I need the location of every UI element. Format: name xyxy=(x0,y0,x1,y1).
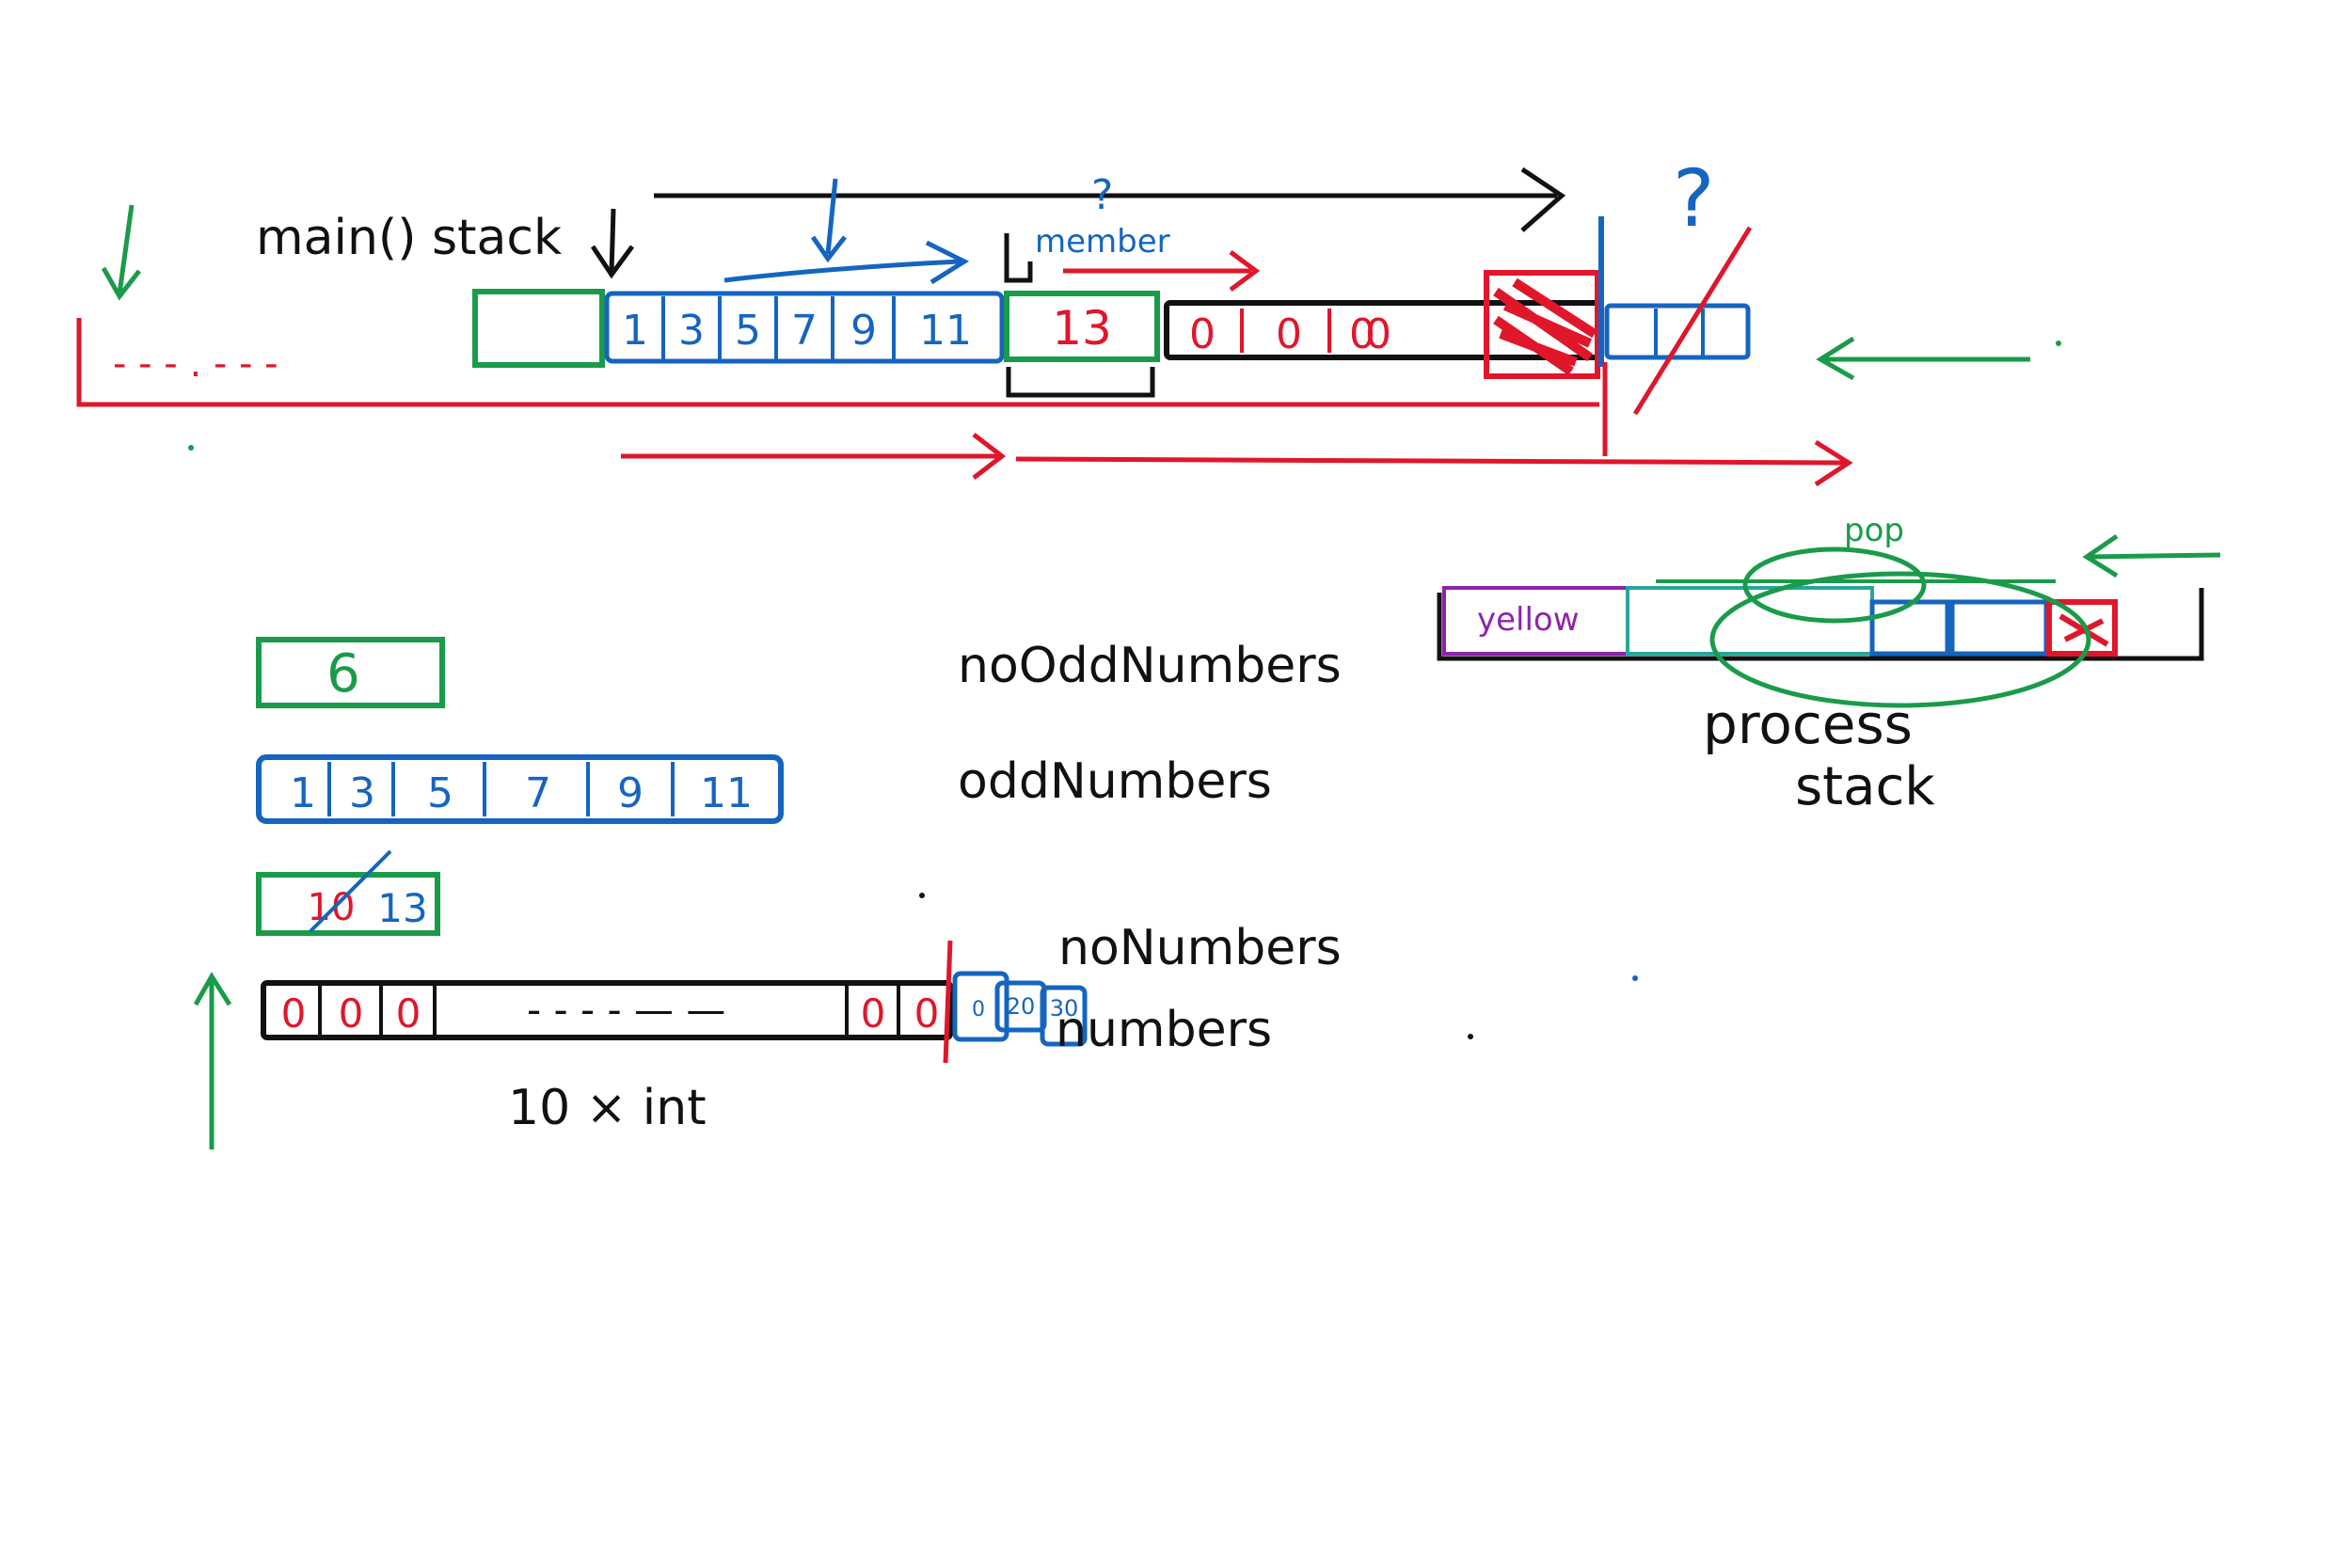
blue-down-arrow xyxy=(825,178,838,255)
red-stack-outline xyxy=(76,318,1599,407)
no-numbers-label: noNumbers xyxy=(1058,920,1342,976)
numbers-value: 0 xyxy=(861,990,886,1037)
green-down-arrowhead xyxy=(101,266,141,301)
top-odd-value: 5 xyxy=(735,307,761,355)
top-zero: 0 xyxy=(1349,310,1375,358)
numbers-strip xyxy=(261,980,953,1040)
no-numbers-cell xyxy=(256,872,440,936)
numbers-value: 0 xyxy=(914,990,940,1037)
top-black-arrowhead xyxy=(1520,166,1566,232)
numbers-overflow-value: 0 xyxy=(972,998,985,1022)
member-question: ? xyxy=(1091,171,1113,219)
top-odd-strip: 1 3 5 7 9 11 xyxy=(604,291,1005,364)
member-word: member xyxy=(1035,223,1170,261)
red-hatching xyxy=(1493,277,1597,376)
stray-dot xyxy=(188,445,194,451)
odd-numbers-value: 1 xyxy=(290,769,316,817)
process-label: process xyxy=(1703,692,1913,756)
overflow-cells xyxy=(1604,303,1751,360)
blue-right-arrow xyxy=(723,259,961,283)
green-left-arrowhead-2 xyxy=(2082,533,2119,578)
numbers-overflow-value: 20 xyxy=(1007,993,1036,1020)
cell-blue-2 xyxy=(1949,599,2049,657)
main-stack-label: main() stack xyxy=(256,210,562,266)
top-odd-value: 1 xyxy=(622,307,648,355)
overflow-question: ? xyxy=(1673,152,1715,245)
stray-dot xyxy=(1632,975,1638,981)
numbers-value: 0 xyxy=(339,990,364,1037)
process-stack-diagram: yellow pop process stack xyxy=(1437,512,2221,817)
black-bracket-bottom xyxy=(1006,367,1155,398)
top-odd-value: 11 xyxy=(919,307,972,355)
numbers-value: 0 xyxy=(281,990,307,1037)
green-down-arrow xyxy=(117,204,135,294)
no-numbers-value: 13 xyxy=(377,885,427,931)
numbers-overflow-cell xyxy=(952,971,1009,1042)
numbers-value: 0 xyxy=(396,990,421,1037)
numbers-overflow-cell xyxy=(1040,985,1088,1047)
ten-x-int-label: 10 × int xyxy=(508,1080,707,1136)
red-hatched-cell xyxy=(1484,270,1600,379)
top-zero: 0 xyxy=(1189,310,1216,358)
odd-numbers-value: 7 xyxy=(525,769,551,817)
red-arrowhead-2 xyxy=(1814,439,1853,487)
cell-yellow-text: yellow xyxy=(1477,601,1580,639)
odd-numbers-value: 11 xyxy=(700,769,753,817)
odd-numbers-label: oddNumbers xyxy=(958,753,1272,810)
process-stack-outline xyxy=(1437,588,2204,661)
numbers-label: numbers xyxy=(1056,1002,1272,1058)
top-count-cell xyxy=(1004,291,1160,362)
top-odd-value: 9 xyxy=(850,307,877,355)
odd-numbers-value: 5 xyxy=(427,769,453,817)
top-odd-strip-border xyxy=(604,291,1005,364)
numbers-red-limit xyxy=(943,940,953,1064)
pop-word: pop xyxy=(1844,512,1904,549)
blue-right-arrowhead xyxy=(925,240,970,285)
top-zero: 0 xyxy=(1276,310,1302,358)
main-stack-down-arrow xyxy=(609,208,616,274)
stray-dot xyxy=(2056,341,2061,346)
odd-numbers-value: 3 xyxy=(349,769,375,817)
green-left-arrowhead xyxy=(1816,336,1855,381)
no-odd-numbers-label: noOddNumbers xyxy=(958,638,1342,694)
top-zero: 0 xyxy=(1365,310,1391,358)
red-arrowhead-1 xyxy=(972,433,1007,480)
no-odd-numbers-value: 6 xyxy=(326,643,360,705)
stray-dot xyxy=(1468,1034,1473,1039)
stack-label: stack xyxy=(1795,756,1935,817)
odd-numbers-value: 9 xyxy=(617,769,644,817)
numbers-dots: - - - - — — xyxy=(527,987,725,1033)
green-up-arrowhead xyxy=(193,972,232,1006)
red-ellipsis: - - - . - - - xyxy=(113,342,278,386)
variables-column: 6 noOddNumbers 1 3 5 7 9 11 oddNumbers 1… xyxy=(193,637,1342,1149)
top-odd-value: 7 xyxy=(791,307,818,355)
cell-red-scribble xyxy=(2058,613,2109,647)
green-empty-cell xyxy=(472,289,605,368)
black-bracket-top xyxy=(1004,233,1033,283)
top-count-value: 13 xyxy=(1052,301,1112,356)
no-odd-numbers-cell xyxy=(256,637,445,708)
red-slash xyxy=(1632,226,1753,416)
red-arrow-2 xyxy=(1015,456,1847,466)
cell-blue-1 xyxy=(1869,599,1950,657)
pop-circle-large xyxy=(1709,571,2091,708)
numbers-overflow-value: 30 xyxy=(1050,995,1079,1022)
top-memory-diagram: main() stack - - - . - - - 1 3 5 7 9 11 xyxy=(76,152,2030,487)
top-odd-value: 3 xyxy=(678,307,705,355)
stray-dot xyxy=(919,893,925,898)
pop-circle-small xyxy=(1742,546,1927,624)
odd-numbers-strip xyxy=(256,754,784,824)
no-numbers-strike xyxy=(309,849,392,933)
green-left-arrow-2 xyxy=(2088,552,2221,560)
blue-down-arrowhead xyxy=(810,235,847,263)
main-stack-down-arrowhead xyxy=(590,245,635,279)
red-short-arrowhead xyxy=(1229,249,1261,293)
